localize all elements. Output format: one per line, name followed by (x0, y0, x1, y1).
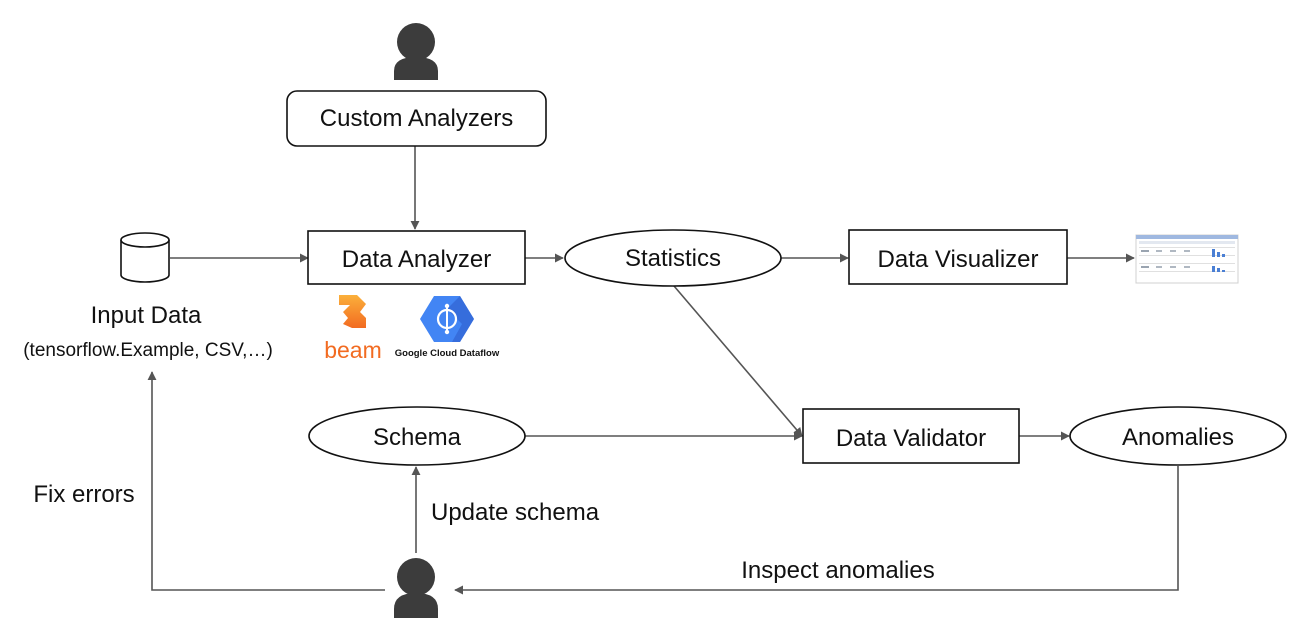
input-data-label: Input Data (91, 302, 202, 329)
custom-analyzers-label: Custom Analyzers (320, 105, 513, 132)
fix-errors-label: Fix errors (33, 481, 134, 508)
edge-anomalies-to-user (454, 466, 1179, 595)
anomalies-node: Anomalies (1069, 406, 1287, 466)
statistics-node: Statistics (564, 229, 782, 287)
data-visualizer-node: Data Visualizer (848, 229, 1068, 285)
user-icon (394, 23, 438, 80)
inspect-anomalies-label: Inspect anomalies (741, 557, 934, 584)
data-analyzer-node: Data Analyzer (307, 230, 526, 285)
input-data-formats-label: (tensorflow.Example, CSV,…) (23, 340, 273, 361)
anomalies-label: Anomalies (1122, 424, 1234, 451)
data-validator-node: Data Validator (802, 408, 1020, 464)
data-visualizer-label: Data Visualizer (878, 246, 1039, 273)
dataflow-logo-text: Google Cloud Dataflow (395, 348, 500, 359)
update-schema-label: Update schema (431, 499, 600, 526)
beam-logo-text: beam (324, 337, 382, 363)
schema-label: Schema (373, 424, 462, 451)
user-icon (394, 558, 438, 618)
database-icon (120, 232, 170, 283)
data-analyzer-label: Data Analyzer (342, 246, 491, 273)
data-validator-label: Data Validator (836, 425, 986, 452)
schema-node: Schema (308, 406, 526, 466)
statistics-label: Statistics (625, 245, 721, 272)
apache-beam-logo: beam (324, 295, 382, 363)
visualization-thumbnail-icon (1135, 234, 1239, 284)
google-cloud-dataflow-logo: Google Cloud Dataflow (395, 296, 500, 359)
edge-user-to-input (147, 371, 385, 591)
edge-statistics-to-validator (673, 285, 803, 437)
custom-analyzers-node: Custom Analyzers (286, 90, 547, 147)
